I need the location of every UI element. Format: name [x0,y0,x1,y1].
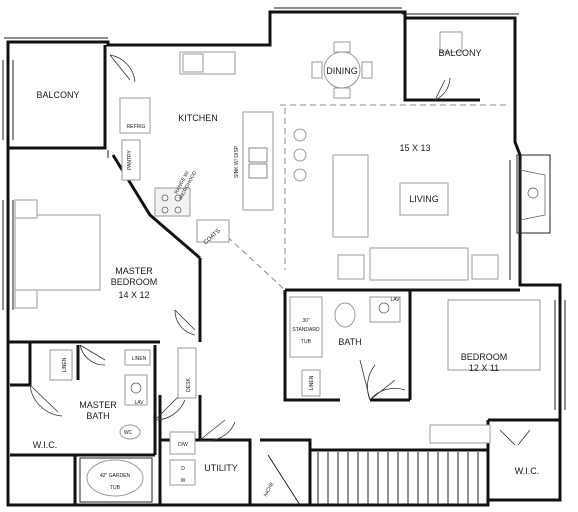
label-wc: WC [124,430,133,436]
sofa-bottom [369,247,469,281]
label-pantry: PANTRY [127,149,133,169]
garden-tub [86,459,144,497]
stairs [267,452,479,506]
doors [29,54,531,446]
label-bedroom-dimensions: 12 X 11 [469,363,499,373]
label-desk: DESK [186,378,192,392]
furniture [14,31,541,503]
label-dishwasher: D/W [178,442,188,448]
pantry [121,139,141,181]
standard-tub [289,296,323,358]
label-balcony-left: BALCONY [36,90,79,100]
label-master-bedroom-2: BEDROOM [111,277,158,287]
windows [2,60,566,410]
label-dining: DINING [326,66,358,76]
label-kitchen: KITCHEN [178,113,218,123]
label-dryer: D [181,466,185,472]
label-master-bath-2: BATH [86,411,109,421]
label-lav-master: LAV [134,400,144,406]
label-standard-tub-3: TUB [301,339,312,345]
label-linen-bath: LINEN [309,375,315,390]
sofa-left [332,154,369,238]
label-bedroom: BEDROOM [461,352,508,362]
label-wic-left: W.I.C. [33,440,58,450]
bedroom-bed [447,299,541,371]
master-bed [14,214,101,291]
label-refrig: REFRIG [127,124,146,130]
range [154,187,191,217]
label-balcony-right: BALCONY [438,48,481,58]
refrigerator [119,97,151,134]
label-garden-tub-1: 42" GARDEN [100,473,131,479]
label-linen-master-2: LINEN [132,356,147,362]
label-bath: BATH [338,337,361,347]
label-standard-tub-1: 30" [302,318,310,324]
coffee-table [399,182,449,216]
interior-walls [8,18,560,505]
label-sink: SINK W/ DISP [234,145,240,178]
label-linen-master: LINEN [62,357,68,372]
label-master-bedroom-dimensions: 14 X 12 [118,290,149,300]
label-washer: W [181,478,186,484]
label-master-bath-1: MASTER [79,400,117,410]
label-wic-right: W.I.C. [515,466,540,476]
label-master-bedroom-1: MASTER [115,266,153,276]
label-utility: UTILITY [204,463,238,473]
label-living: LIVING [409,194,439,204]
label-garden-tub-2: TUB [110,485,121,491]
label-standard-tub-2: STANDARD [292,327,320,333]
label-niche: NICHE [263,481,276,498]
label-living-dimensions: 15 X 13 [399,143,430,153]
label-lav-bath: LAV [390,297,400,303]
